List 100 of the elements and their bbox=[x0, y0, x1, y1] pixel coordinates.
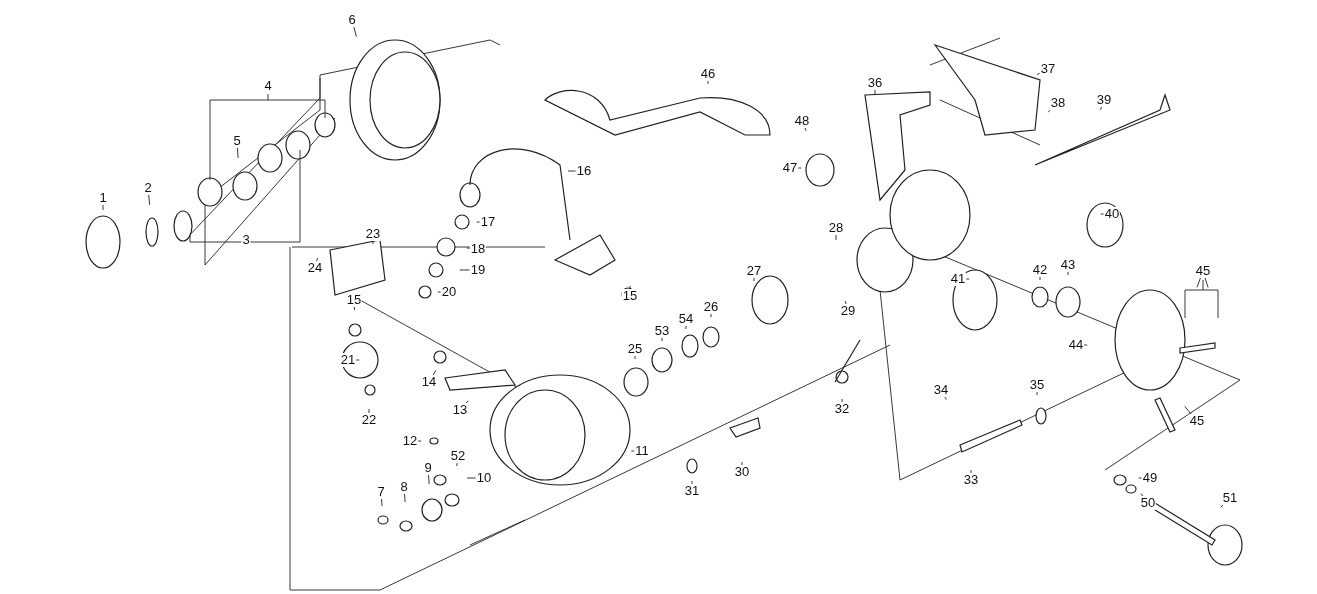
callout-number: 16 bbox=[575, 164, 593, 178]
callout-number: 11 bbox=[634, 444, 650, 458]
callout-number: 50 bbox=[1139, 496, 1157, 510]
leader-line bbox=[1138, 477, 1143, 479]
callout-number: 45 bbox=[1188, 414, 1206, 428]
leader-line bbox=[844, 300, 847, 305]
callout-number: 15 bbox=[621, 289, 639, 303]
callout-number: 32 bbox=[833, 402, 851, 416]
callout-number: 10 bbox=[475, 471, 493, 485]
leader-line bbox=[691, 480, 693, 485]
callout-number: 52 bbox=[449, 449, 467, 463]
callout-number: 4 bbox=[263, 79, 273, 93]
leader-line bbox=[630, 450, 635, 452]
leader-line bbox=[428, 474, 430, 485]
leader-line bbox=[466, 477, 477, 479]
leader-line bbox=[476, 221, 481, 223]
leader-line bbox=[1047, 109, 1051, 113]
callout-number: 26 bbox=[702, 300, 720, 314]
callout-number: 42 bbox=[1031, 263, 1049, 277]
callout-number: 27 bbox=[745, 264, 763, 278]
leader-line bbox=[1100, 213, 1105, 215]
leader-line bbox=[1039, 276, 1041, 281]
callout-number: 51 bbox=[1221, 491, 1239, 505]
callout-number: 38 bbox=[1049, 96, 1067, 110]
leader-line bbox=[456, 462, 458, 467]
leader-line bbox=[432, 369, 437, 376]
callout-number: 31 bbox=[683, 484, 701, 498]
leader-line bbox=[148, 194, 151, 206]
leader-line bbox=[685, 325, 687, 330]
callout-number: 23 bbox=[364, 227, 382, 241]
callout-number: 8 bbox=[399, 480, 409, 494]
callout-number: 41 bbox=[949, 272, 967, 286]
leader-line bbox=[710, 313, 712, 318]
callout-number: 2 bbox=[143, 181, 153, 195]
leader-line bbox=[102, 204, 104, 211]
callout-number: 21 bbox=[339, 353, 357, 367]
leader-line bbox=[841, 398, 843, 403]
leader-line bbox=[965, 278, 970, 280]
leader-line bbox=[741, 461, 743, 466]
leader-line bbox=[1036, 72, 1041, 75]
leader-line bbox=[629, 285, 631, 290]
callout-number: 1 bbox=[98, 191, 108, 205]
callout-number: 44 bbox=[1067, 338, 1085, 352]
callout-number: 39 bbox=[1095, 93, 1113, 107]
callout-number: 14 bbox=[420, 375, 438, 389]
callout-number: 47 bbox=[781, 161, 799, 175]
callout-number: 19 bbox=[469, 263, 487, 277]
callout-number: 37 bbox=[1039, 62, 1057, 76]
callout-number: 5 bbox=[232, 134, 242, 148]
leader-line bbox=[459, 269, 471, 271]
leader-line bbox=[1204, 277, 1209, 288]
callout-number: 53 bbox=[653, 324, 671, 338]
callout-number: 9 bbox=[423, 461, 433, 475]
leader-line bbox=[707, 80, 709, 85]
leader-line bbox=[417, 440, 422, 442]
leader-line bbox=[1220, 504, 1224, 508]
callout-number: 30 bbox=[733, 465, 751, 479]
callout-number: 7 bbox=[376, 485, 386, 499]
leader-line bbox=[1067, 271, 1069, 276]
callout-number: 22 bbox=[360, 413, 378, 427]
leader-line bbox=[237, 147, 239, 159]
leader-line bbox=[1083, 344, 1088, 346]
leader-line bbox=[753, 277, 755, 282]
callout-number: 54 bbox=[677, 312, 695, 326]
callout-number: 15 bbox=[345, 293, 363, 307]
leader-line bbox=[353, 26, 357, 38]
callout-number: 25 bbox=[626, 342, 644, 356]
leader-line bbox=[1100, 106, 1102, 111]
callout-number: 48 bbox=[793, 114, 811, 128]
callout-number: 13 bbox=[451, 403, 469, 417]
callout-number: 29 bbox=[839, 304, 857, 318]
leader-line bbox=[1036, 391, 1038, 396]
leader-line bbox=[1184, 405, 1192, 415]
callout-number: 24 bbox=[306, 261, 324, 275]
callout-number: 33 bbox=[962, 473, 980, 487]
leader-line bbox=[368, 408, 370, 414]
callout-number: 17 bbox=[479, 215, 497, 229]
leader-line bbox=[797, 167, 802, 169]
leader-line bbox=[874, 89, 876, 95]
leader-line bbox=[465, 400, 469, 404]
leader-line bbox=[355, 359, 360, 361]
callout-number: 6 bbox=[347, 13, 357, 27]
leader-line bbox=[353, 306, 355, 311]
callout-number: 20 bbox=[440, 285, 458, 299]
leader-line bbox=[372, 240, 374, 245]
leader-line bbox=[567, 170, 577, 172]
leader-line bbox=[381, 498, 383, 507]
leader-line bbox=[466, 247, 471, 249]
callout-number: 43 bbox=[1059, 258, 1077, 272]
callout-number: 45 bbox=[1194, 264, 1212, 278]
leader-line bbox=[835, 234, 837, 241]
callout-number: 49 bbox=[1141, 471, 1159, 485]
callout-number: 35 bbox=[1028, 378, 1046, 392]
leader-line bbox=[661, 337, 663, 342]
leader-line bbox=[316, 257, 318, 262]
leader-line bbox=[634, 355, 636, 360]
callout-number: 12 bbox=[401, 434, 419, 448]
callout-number: 40 bbox=[1103, 207, 1121, 221]
callout-number: 34 bbox=[932, 383, 950, 397]
callout-number: 28 bbox=[827, 221, 845, 235]
